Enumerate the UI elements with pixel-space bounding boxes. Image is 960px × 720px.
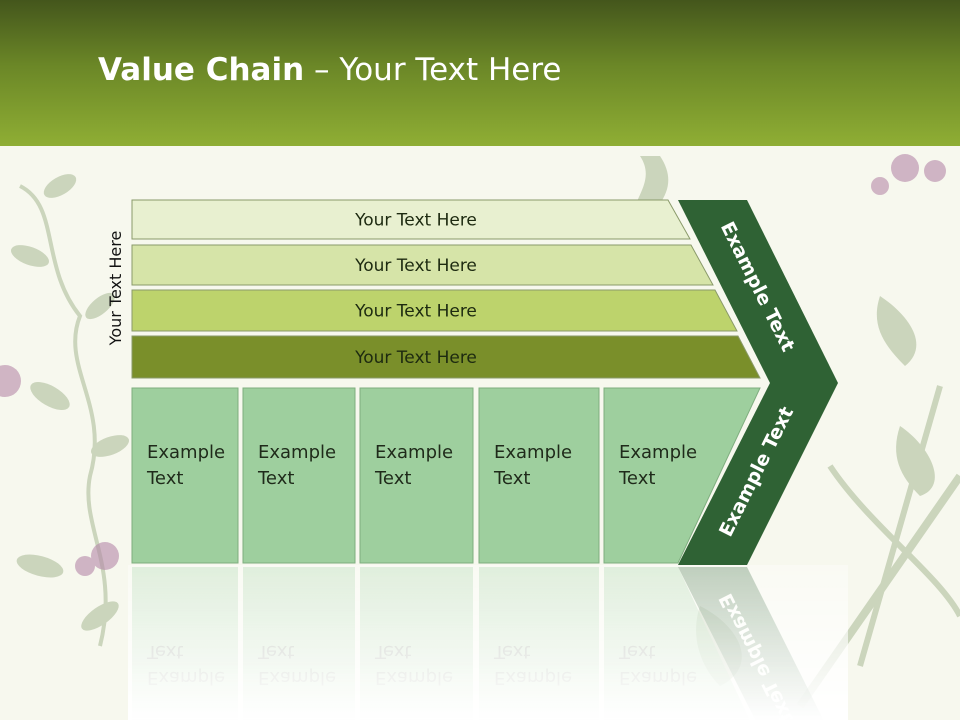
column-label-3-line2: Text [374, 468, 411, 489]
column-label-3-line1: Example [375, 442, 453, 463]
column-label-2-line1: Example [258, 442, 336, 463]
title-bold: Value Chain [98, 52, 305, 88]
page-title: Value Chain – Your Text Here [98, 52, 561, 88]
row-bar-1 [131, 199, 691, 240]
column-box-2 [242, 387, 356, 564]
column-box-1 [131, 387, 239, 564]
row-label-1: Your Text Here [354, 211, 477, 231]
row-label-3: Your Text Here [354, 302, 477, 322]
row-label-2: Your Text Here [354, 256, 477, 276]
column-label-4-line1: Example [494, 442, 572, 463]
header-banner: Value Chain – Your Text Here [0, 0, 960, 146]
column-box-4 [478, 387, 600, 564]
reflection-fade [128, 565, 848, 720]
column-label-2-line2: Text [257, 468, 294, 489]
row-bar-4 [131, 335, 761, 379]
chevron-top-segment [678, 200, 838, 383]
row-bar-3 [131, 289, 738, 332]
title-rest: – Your Text Here [304, 52, 562, 88]
column-label-4-line2: Text [493, 468, 530, 489]
chevron-bottom-segment [678, 383, 838, 565]
column-label-5-line2: Text [618, 468, 655, 489]
row-label-4: Your Text Here [354, 348, 477, 368]
column-box-3 [359, 387, 474, 564]
column-box-5 [603, 387, 761, 564]
row-bar-2 [131, 244, 714, 286]
side-label: Your Text Here [106, 231, 125, 347]
column-label-1-line2: Text [146, 468, 183, 489]
column-label-5-line1: Example [619, 442, 697, 463]
column-label-1-line1: Example [147, 442, 225, 463]
